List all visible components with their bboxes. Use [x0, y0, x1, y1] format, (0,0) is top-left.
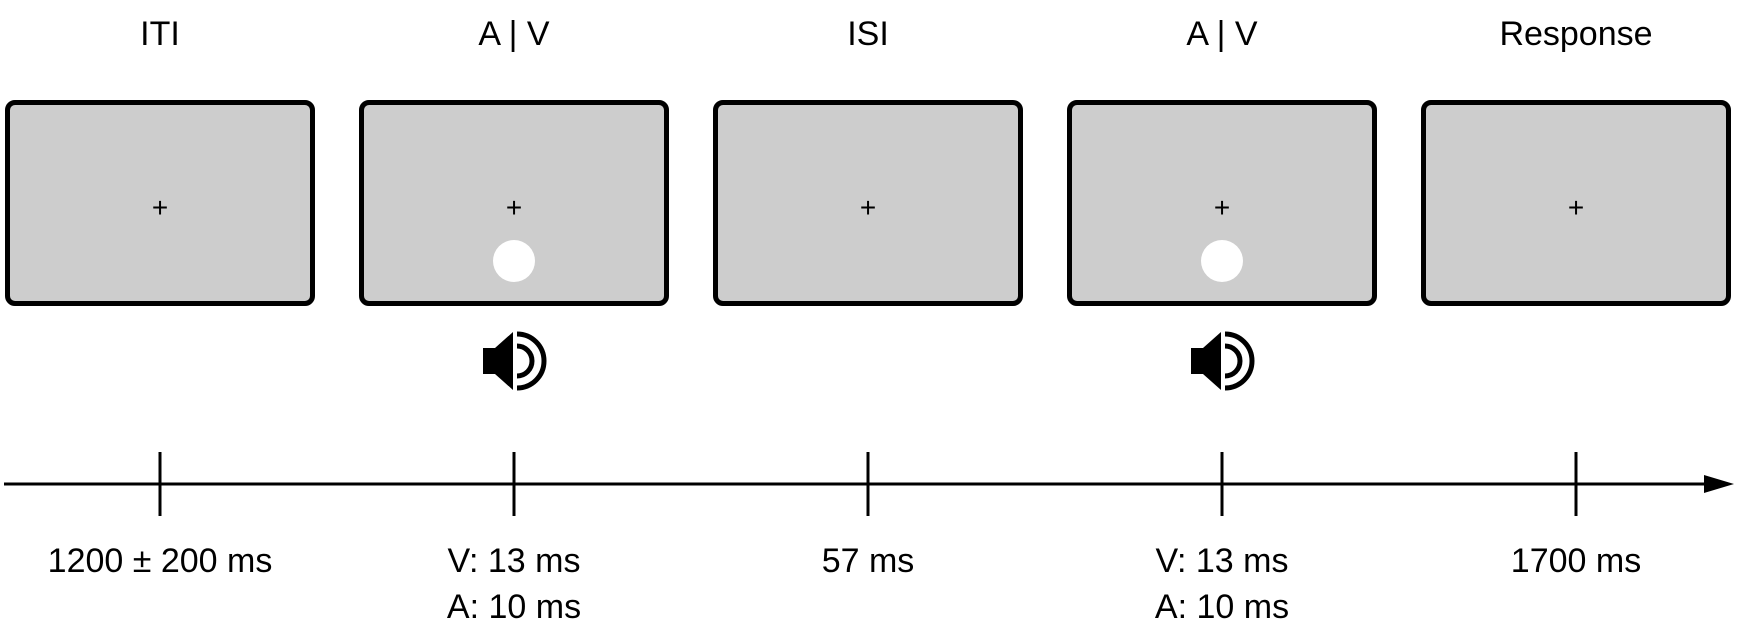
fixation-cross: +: [1213, 192, 1231, 223]
time-axis-arrowhead: [1704, 475, 1734, 493]
fixation-cross: +: [859, 192, 877, 223]
stage-label-iti: ITI: [140, 15, 180, 53]
duration-av-2: V: 13 ms A: 10 ms: [1052, 538, 1392, 630]
stage-label-isi: ISI: [847, 15, 889, 53]
stage-label-response: Response: [1499, 15, 1653, 53]
duration-text: 1200 ± 200 ms: [47, 542, 273, 580]
duration-text: 1700 ms: [1510, 542, 1642, 580]
fixation-cross: +: [1567, 192, 1585, 223]
screen-response: +: [1421, 100, 1731, 306]
screen-av-2: +: [1067, 100, 1377, 306]
duration-visual: V: 13 ms: [1155, 542, 1289, 580]
fixation-cross: +: [505, 192, 523, 223]
duration-iti: 1200 ± 200 ms: [0, 538, 330, 584]
time-axis: [4, 452, 1734, 516]
fixation-cross: +: [151, 192, 169, 223]
stage-label-av-1: A | V: [478, 15, 550, 53]
speaker-icon: [483, 331, 547, 391]
speaker-icon: [1191, 331, 1255, 391]
duration-isi: 57 ms: [698, 538, 1038, 584]
visual-flash-stimulus: [493, 240, 535, 282]
duration-text: 57 ms: [821, 542, 915, 580]
duration-visual: V: 13 ms: [447, 542, 581, 580]
stage-label-av-2: A | V: [1186, 15, 1258, 53]
duration-auditory: A: 10 ms: [1154, 588, 1290, 626]
duration-auditory: A: 10 ms: [446, 588, 582, 626]
duration-response: 1700 ms: [1406, 538, 1737, 584]
screen-av-1: +: [359, 100, 669, 306]
duration-av-1: V: 13 ms A: 10 ms: [344, 538, 684, 630]
visual-flash-stimulus: [1201, 240, 1243, 282]
screen-iti: +: [5, 100, 315, 306]
screen-isi: +: [713, 100, 1023, 306]
